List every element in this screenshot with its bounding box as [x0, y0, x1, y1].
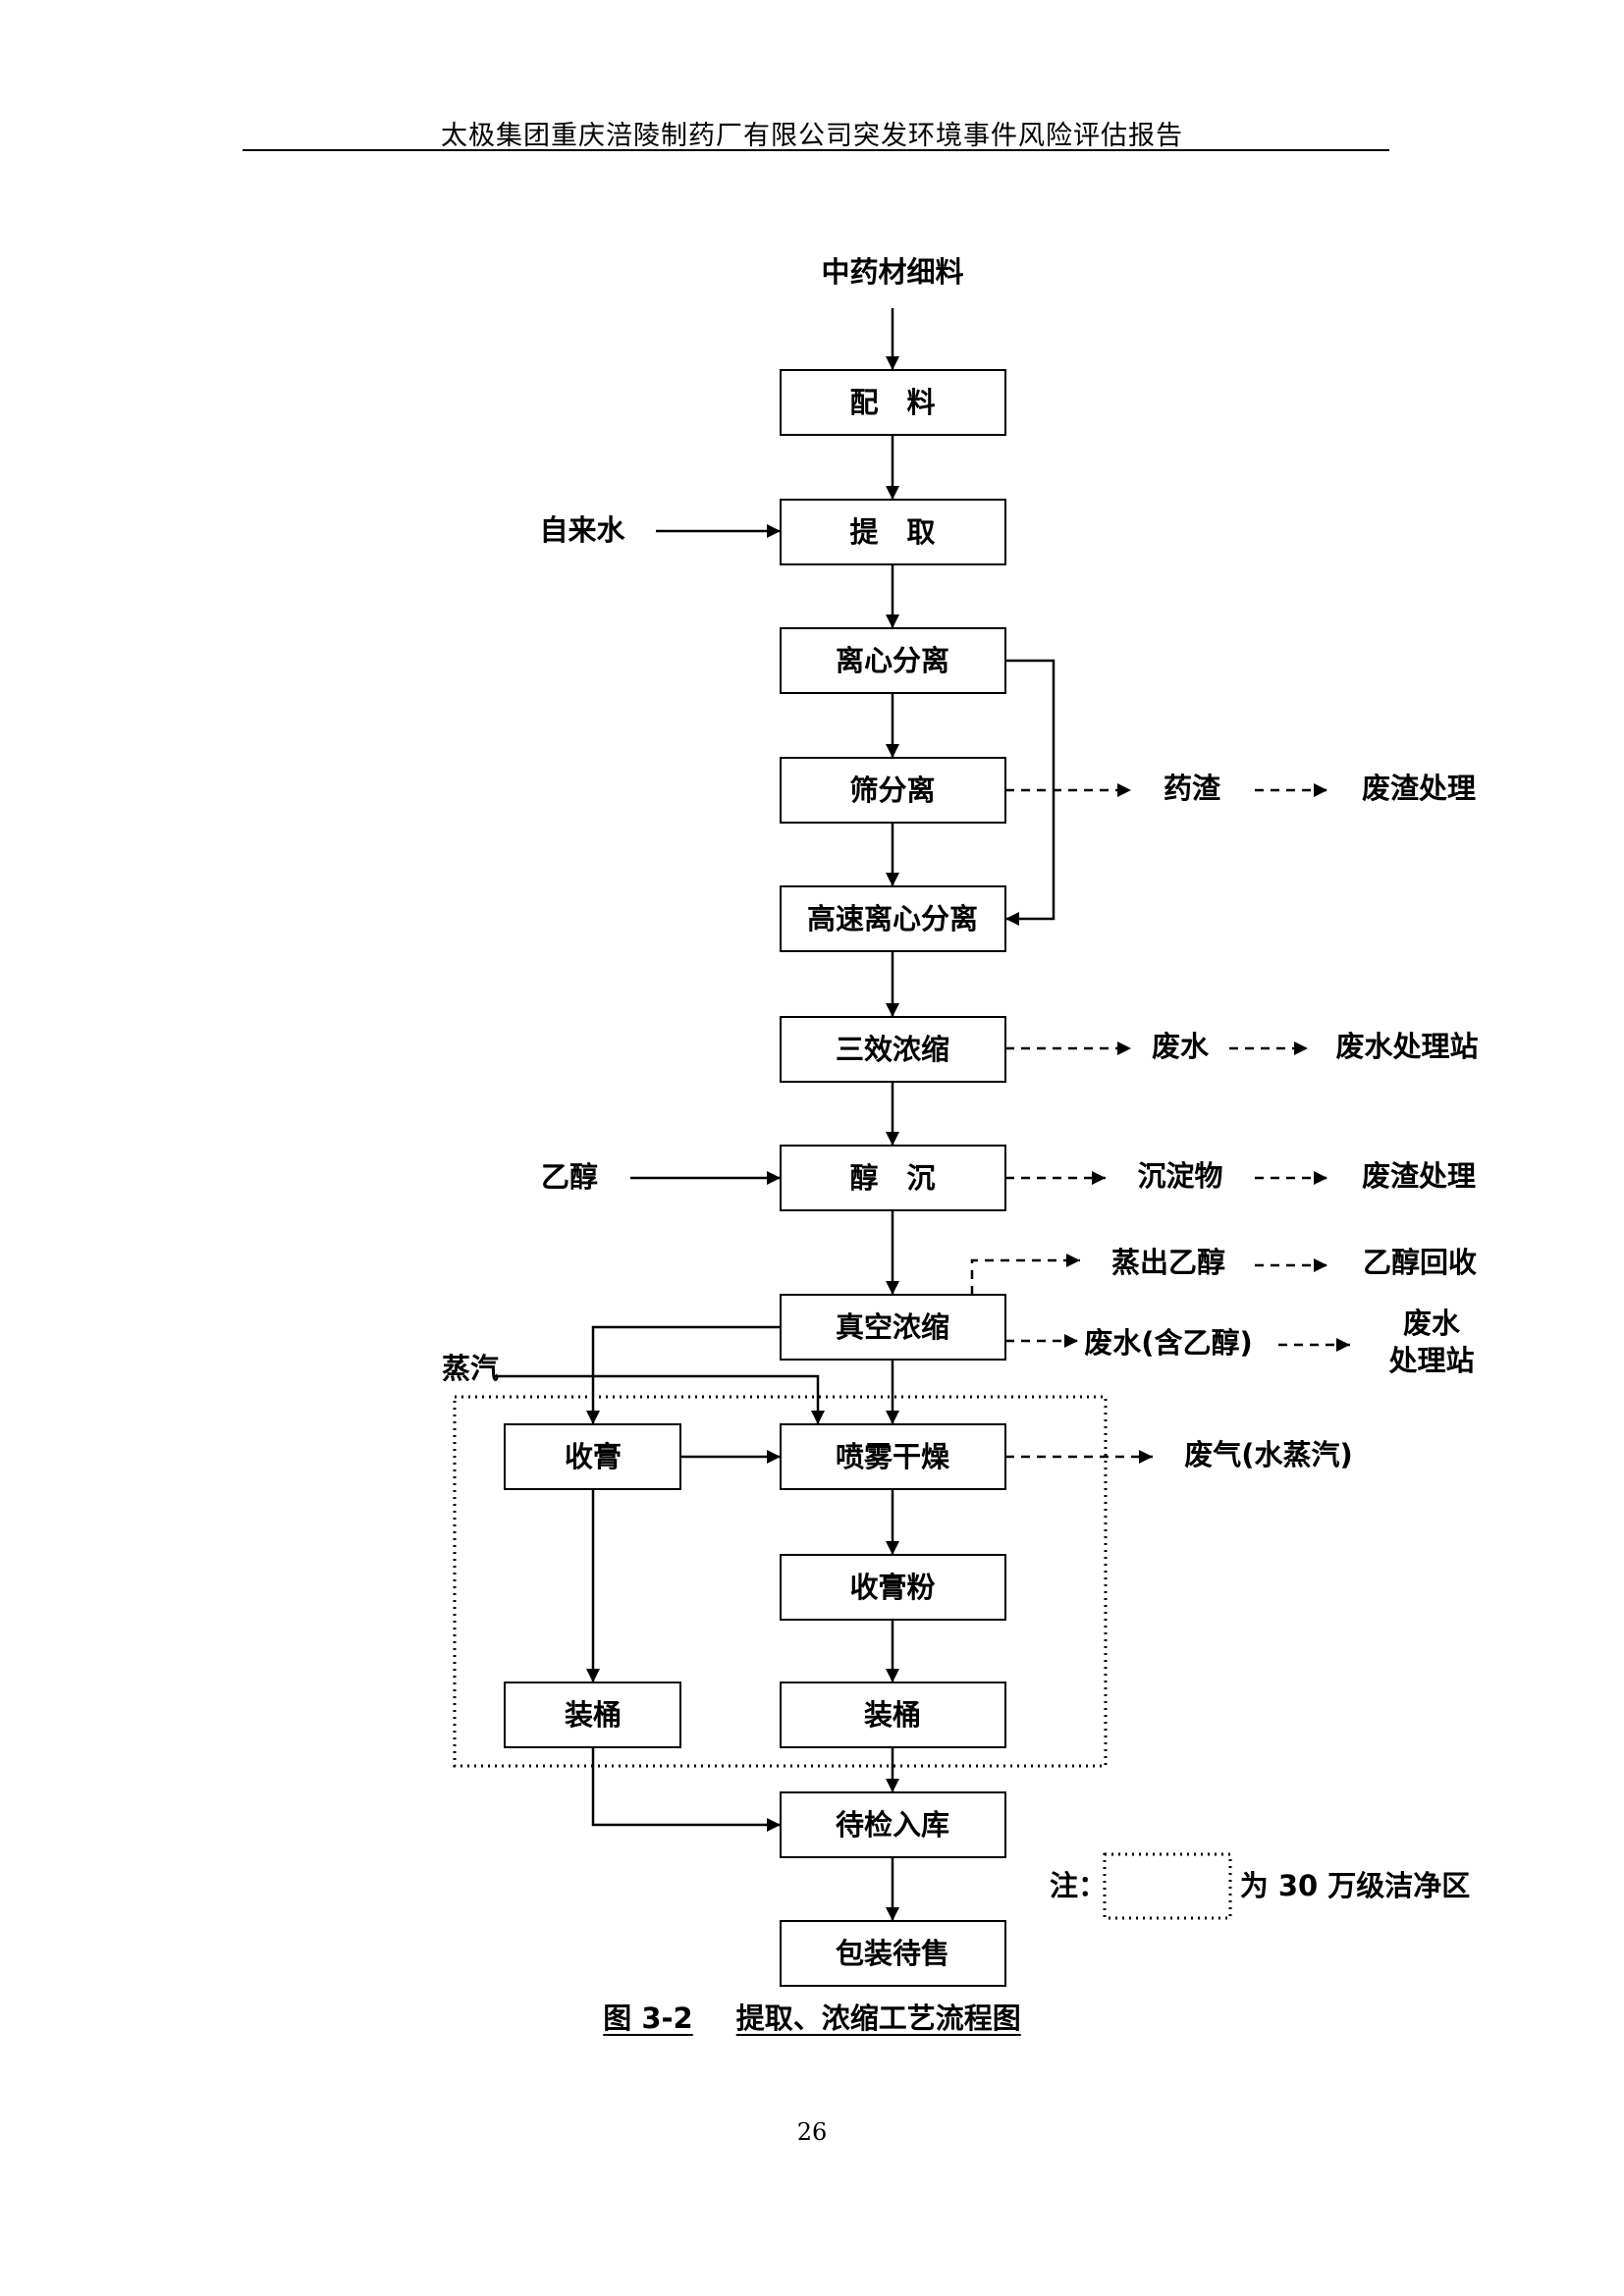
figure-caption: 图 3-2 提取、浓缩工艺流程图: [0, 1996, 1624, 2037]
label-shai: 筛分离: [849, 774, 935, 807]
label-ethanol-out: 蒸出乙醇: [1111, 1246, 1225, 1279]
label-baozhuang: 包装待售: [836, 1937, 949, 1970]
label-zhuangtong-right: 装桶: [864, 1698, 921, 1732]
label-ethanol: 乙醇: [541, 1160, 598, 1194]
figure-caption-number: 图 3-2: [603, 2002, 693, 2035]
header-rule: [243, 149, 1389, 151]
label-peiliao: 配 料: [849, 386, 935, 419]
note-prefix: 注：: [1050, 1869, 1107, 1902]
page-header: 太极集团重庆涪陵制药厂有限公司突发环境事件风险评估报告: [441, 121, 1183, 151]
arrow-zhenkong-shougao: [586, 1325, 781, 1424]
label-precipitate-treatment: 废渣处理: [1362, 1159, 1476, 1193]
label-chunchen: 醇 沉: [849, 1161, 935, 1195]
label-zhenkong: 真空浓缩: [836, 1310, 949, 1344]
label-water: 自来水: [539, 513, 625, 547]
label-tiqu: 提 取: [849, 515, 935, 549]
label-input-material: 中药材细料: [821, 255, 963, 289]
label-wastewater: 废水: [1152, 1030, 1210, 1063]
label-steam: 蒸汽: [442, 1352, 499, 1385]
label-exhaust: 废气(水蒸汽): [1184, 1438, 1353, 1471]
label-wastewater-ethanol: 废水(含乙醇): [1084, 1326, 1253, 1360]
label-gaosu: 高速离心分离: [807, 902, 978, 935]
label-shougao: 收膏: [565, 1440, 622, 1473]
label-yaozha: 药渣: [1164, 772, 1221, 805]
label-wastewater-treatment: 废水处理站: [1335, 1030, 1478, 1063]
label-shougaofen: 收膏粉: [849, 1571, 935, 1604]
label-penwu: 喷雾干燥: [836, 1440, 950, 1473]
label-lixin: 离心分离: [836, 644, 949, 677]
label-ww-treatment-line2: 处理站: [1387, 1344, 1474, 1377]
label-precipitate: 沉淀物: [1137, 1159, 1222, 1193]
label-ethanol-recovery: 乙醇回收: [1363, 1246, 1477, 1279]
page-number: 26: [796, 2118, 828, 2146]
legend-dotted-box: [1103, 1852, 1232, 1920]
clean-area-region: [453, 1395, 1108, 1768]
arrow-left-zhuangtong-daijian: [591, 1747, 781, 1832]
label-yaozha-treatment: 废渣处理: [1362, 772, 1476, 805]
figure-caption-title: 提取、浓缩工艺流程图: [735, 2002, 1021, 2035]
label-ww-treatment-line1: 废水: [1403, 1307, 1461, 1340]
label-daijian: 待检入库: [836, 1808, 949, 1842]
label-zhuangtong-left: 装桶: [565, 1698, 622, 1732]
note-text: 为 30 万级洁净区: [1240, 1869, 1471, 1902]
dash-zhenkong-ethanol: [970, 1254, 1080, 1295]
label-sanxiao: 三效浓缩: [836, 1033, 949, 1066]
arrow-steam-penwu: [494, 1374, 825, 1424]
